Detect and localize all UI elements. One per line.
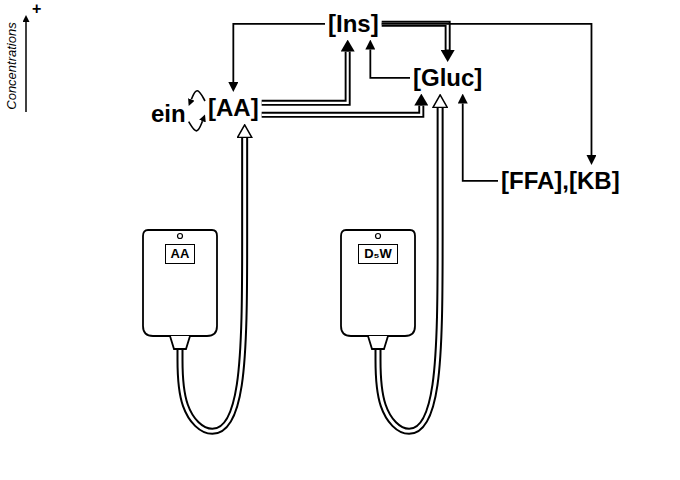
connector-line	[191, 91, 205, 101]
connector-line	[370, 50, 410, 78]
protein-term: ein	[148, 98, 189, 130]
double-arrow-connector	[262, 106, 422, 115]
concentration-label: [FFA],[KB]	[501, 167, 620, 195]
cycle-arrow	[191, 91, 205, 101]
double-arrow-connector	[262, 52, 348, 103]
arrow-connector	[382, 24, 592, 155]
cycle-arrow	[189, 121, 203, 131]
bag-neck	[170, 336, 190, 349]
connector-line	[233, 24, 325, 82]
axis-label: Concentrations	[5, 22, 19, 109]
amino-acid-term: [AA]	[205, 92, 262, 124]
double-arrow-connector	[382, 24, 448, 50]
connector-line	[262, 52, 348, 103]
bag-label: AA	[165, 244, 196, 264]
infusion-bag: AA	[140, 228, 220, 350]
glucose-term: [Gluc]	[410, 62, 485, 94]
axis-arrow	[25, 22, 27, 112]
connector-line	[262, 106, 422, 115]
concentration-label: ein	[151, 100, 186, 128]
bag-label: D₅W	[358, 244, 398, 264]
connector-inner	[382, 24, 448, 50]
bag-hanger	[376, 234, 381, 239]
connector-inner	[262, 106, 422, 115]
bag-hanger	[178, 234, 183, 239]
bag-neck	[368, 336, 388, 349]
axis-sign: +	[32, 0, 41, 18]
bag-body	[341, 230, 415, 336]
connector-inner	[262, 52, 348, 103]
connector-group	[180, 24, 591, 432]
insulin-term: [Ins]	[325, 8, 382, 40]
bag-body	[143, 230, 217, 336]
connector-line	[382, 24, 592, 155]
fatty-acid-term: [FFA],[KB]	[498, 165, 623, 197]
concentration-label: [Gluc]	[413, 64, 482, 92]
connector-line	[189, 121, 203, 131]
concentration-label: [AA]	[208, 94, 259, 122]
connector-line	[382, 24, 448, 50]
connector-line	[463, 104, 498, 181]
concentration-label: [Ins]	[328, 10, 379, 38]
infusion-bag: D₅W	[338, 228, 418, 350]
arrow-connector	[233, 24, 325, 82]
arrow-connector	[370, 50, 410, 78]
arrow-connector	[463, 104, 498, 181]
